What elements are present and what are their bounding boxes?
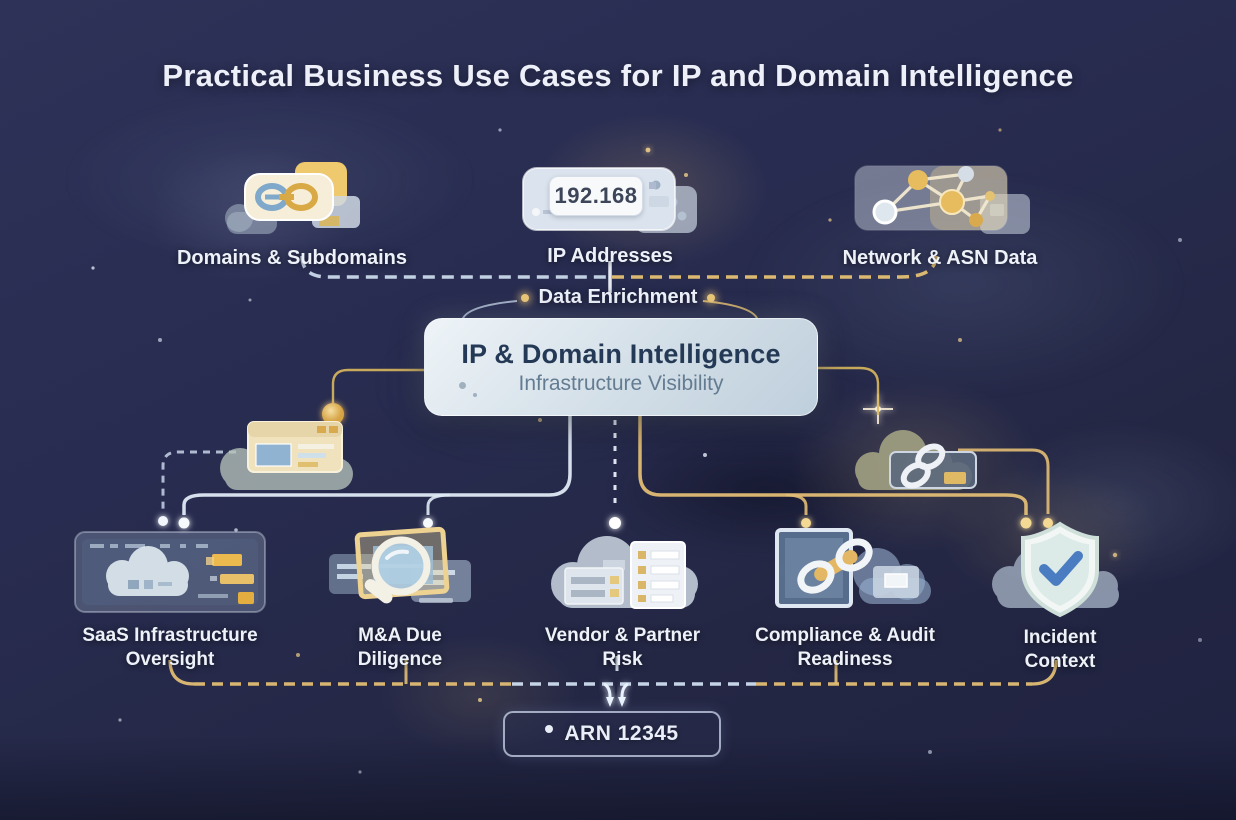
node-vendor-partner-risk: Vendor & Partner Risk	[525, 522, 720, 672]
central-box-title: IP & Domain Intelligence	[461, 338, 781, 369]
page-title: Practical Business Use Cases for IP and …	[162, 58, 1074, 93]
node-incident-context: Incident Context	[975, 520, 1145, 674]
ip-chip-text: 192.168	[549, 176, 643, 216]
cloud-documents-icon	[533, 522, 713, 616]
shield-check-icon	[975, 520, 1145, 618]
gold-dot-icon	[707, 293, 716, 302]
chain-link-cards-icon	[217, 160, 367, 242]
use-case-label: Compliance & Audit Readiness	[755, 625, 935, 670]
node-label: Network & ASN Data	[842, 247, 1038, 269]
decorative-dot	[459, 382, 466, 389]
node-domains-subdomains: Domains & Subdomains	[167, 160, 417, 271]
chain-document-icon	[755, 522, 935, 616]
use-case-label: Incident Context	[1023, 627, 1097, 672]
cloud-dashboard-icon	[70, 528, 270, 616]
node-compliance-audit: Compliance & Audit Readiness	[745, 522, 945, 672]
link-cloud-icon	[828, 418, 998, 498]
use-case-label: SaaS Infrastructure Oversight	[82, 625, 258, 670]
node-saas-oversight: SaaS Infrastructure Oversight	[55, 528, 285, 672]
data-enrichment-row: Data Enrichment	[0, 286, 1236, 309]
central-intelligence-box: IP & Domain Intelligence Infrastructure …	[424, 318, 818, 416]
gold-dot-icon	[520, 293, 529, 302]
node-network-asn: Network & ASN Data	[810, 160, 1070, 271]
browser-cloud-icon	[200, 408, 385, 496]
node-label: Domains & Subdomains	[176, 247, 408, 269]
ip-address-chip-icon: 192.168	[515, 160, 705, 240]
network-graph-icon	[840, 160, 1040, 242]
node-ma-due-diligence: M&A Due Diligence	[310, 524, 490, 672]
use-case-label: M&A Due Diligence	[357, 625, 443, 670]
data-enrichment-label: Data Enrichment	[538, 286, 698, 308]
magnifier-documents-icon	[315, 524, 485, 616]
node-ip-addresses: 192.168 IP Addresses	[480, 160, 740, 269]
central-box-subtitle: Infrastructure Visibility	[518, 371, 724, 395]
arn-label: ARN 12345	[564, 722, 679, 745]
node-label: IP Addresses	[547, 245, 673, 267]
decorative-dot	[473, 393, 477, 397]
use-case-label: Vendor & Partner Risk	[544, 625, 701, 670]
arn-output-badge: ARN 12345	[503, 711, 721, 757]
white-dot-icon	[545, 725, 554, 733]
